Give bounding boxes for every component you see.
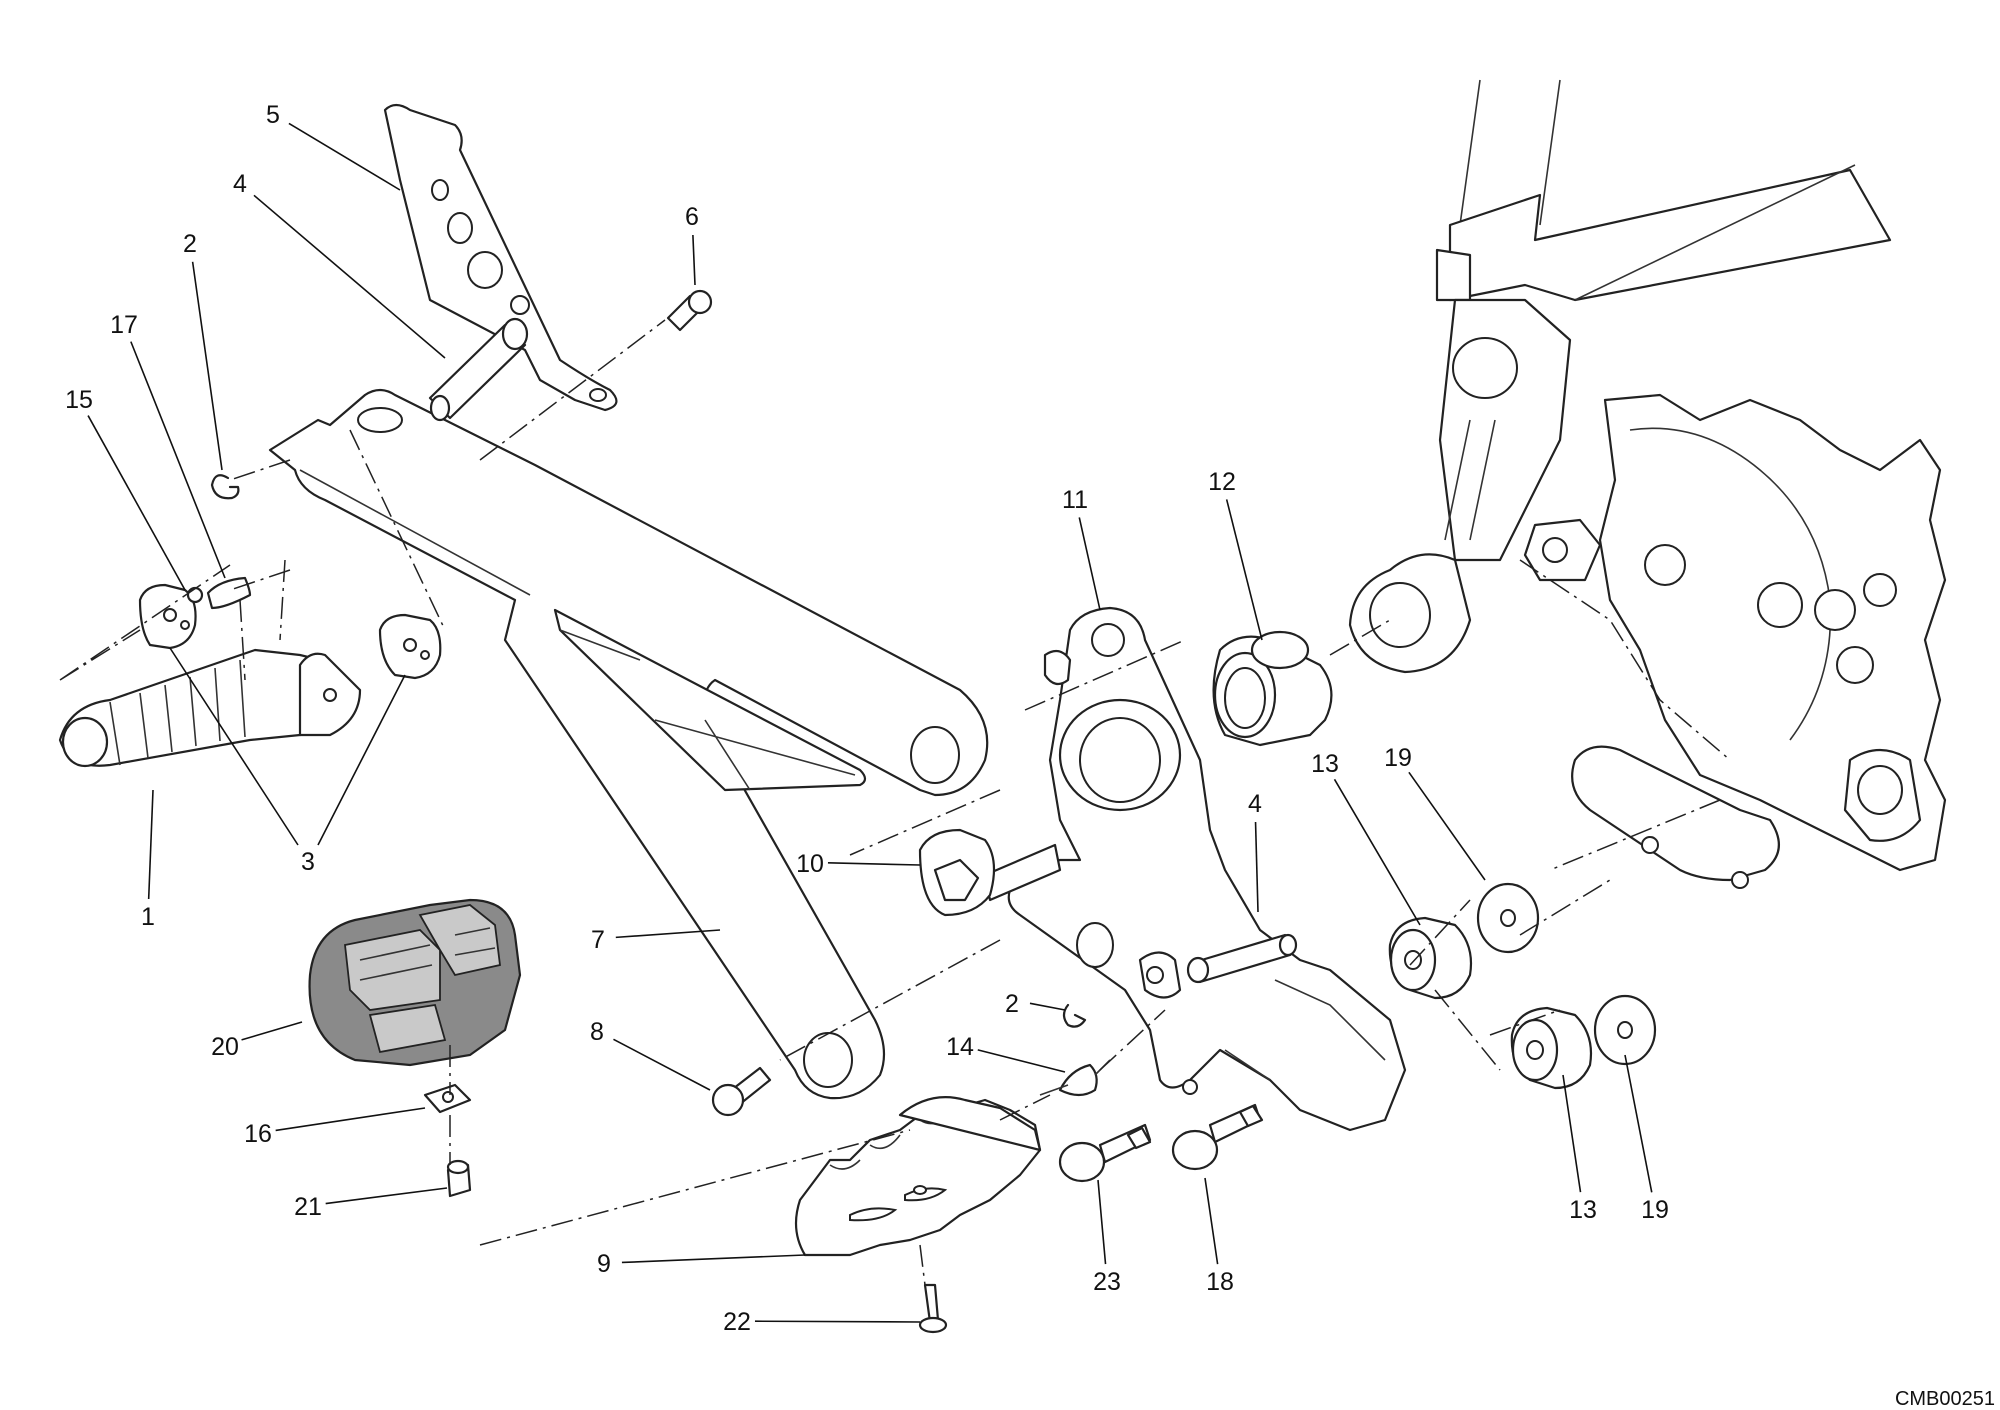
pivot-bracket-11 xyxy=(1007,606,1407,1132)
offroad-footpeg-9 xyxy=(794,1096,1042,1257)
nut-plate-16 xyxy=(423,1083,472,1114)
leader-line-5 xyxy=(288,122,401,191)
pin-4-top xyxy=(428,317,529,422)
leader-line-20 xyxy=(241,1021,303,1041)
bush-13-lower xyxy=(1510,1006,1593,1090)
leader-line-18 xyxy=(1204,1177,1219,1265)
leader-line-14 xyxy=(977,1049,1066,1073)
callout-16: 16 xyxy=(244,1120,272,1148)
spring-14 xyxy=(1039,1059,1111,1097)
shoulder-screw-23 xyxy=(1058,1123,1152,1183)
shoulder-screw-18 xyxy=(1171,1103,1264,1171)
callouts: 1223445678910111213131415161718191920212… xyxy=(65,101,1669,1336)
leader-line-2 xyxy=(191,261,223,471)
callout-19: 19 xyxy=(1641,1196,1669,1224)
leader-line-19 xyxy=(1624,1054,1653,1193)
callout-17: 17 xyxy=(110,311,138,339)
spacer-21 xyxy=(446,1159,472,1198)
screw-22 xyxy=(918,1283,948,1334)
bush-13-upper xyxy=(1388,916,1473,1000)
bolt-10 xyxy=(918,828,1062,917)
callout-2: 2 xyxy=(1005,990,1019,1018)
callout-1: 1 xyxy=(141,903,155,931)
leader-3-left xyxy=(169,647,299,846)
leader-line-1 xyxy=(147,789,154,900)
spring-17 xyxy=(206,576,252,610)
leader-line-4 xyxy=(1254,821,1259,913)
leader-line-8 xyxy=(613,1038,711,1091)
callout-20: 20 xyxy=(211,1033,239,1061)
callout-9: 9 xyxy=(597,1250,611,1278)
ball-15 xyxy=(186,586,204,604)
callout-10: 10 xyxy=(796,850,824,878)
callout-12: 12 xyxy=(1208,468,1236,496)
bush-12 xyxy=(1212,630,1333,747)
leader-line-6 xyxy=(692,234,696,286)
callout-2: 2 xyxy=(183,230,197,258)
callout-23: 23 xyxy=(1093,1268,1121,1296)
callout-21: 21 xyxy=(294,1193,322,1221)
callout-13: 13 xyxy=(1569,1196,1597,1224)
callout-13: 13 xyxy=(1311,750,1339,778)
leader-line-11 xyxy=(1078,517,1101,611)
callout-3: 3 xyxy=(301,848,315,876)
screw-6 xyxy=(666,289,713,332)
callout-15: 15 xyxy=(65,386,93,414)
footpeg-bracket-7 xyxy=(268,388,989,1100)
leader-line-16 xyxy=(275,1107,426,1132)
bush-3-left xyxy=(138,583,197,650)
callout-14: 14 xyxy=(946,1033,974,1061)
screw-8 xyxy=(711,1066,772,1117)
callout-18: 18 xyxy=(1206,1268,1234,1296)
callout-11: 11 xyxy=(1062,486,1088,514)
callout-22: 22 xyxy=(723,1308,751,1336)
callout-7: 7 xyxy=(591,926,605,954)
callout-5: 5 xyxy=(266,101,280,129)
leader-line-15 xyxy=(87,415,186,591)
callout-4: 4 xyxy=(233,170,247,198)
callout-19: 19 xyxy=(1384,744,1412,772)
footpeg-1 xyxy=(58,648,362,768)
leader-line-13 xyxy=(1333,778,1421,926)
leader-line-9 xyxy=(621,1254,806,1264)
washer-19-upper xyxy=(1476,882,1540,954)
leader-line-13 xyxy=(1562,1074,1582,1193)
engine-crankcase xyxy=(1523,393,1947,872)
leader-3-right xyxy=(317,674,406,846)
leader-line-23 xyxy=(1097,1179,1107,1265)
leader-line-2 xyxy=(1029,1002,1066,1011)
washer-19-lower xyxy=(1593,994,1657,1066)
leader-line-21 xyxy=(325,1187,448,1205)
drawing-code: CMB00251 xyxy=(1895,1388,1995,1410)
spacer-plate xyxy=(1571,745,1780,889)
pin-4-lower xyxy=(1186,933,1298,984)
circlip-2-top xyxy=(210,474,240,500)
rubber-pad-20 xyxy=(308,898,522,1067)
leader-line-22 xyxy=(754,1320,921,1323)
callout-4: 4 xyxy=(1248,790,1262,818)
leader-line-4 xyxy=(253,194,446,359)
leader-line-10 xyxy=(827,862,921,866)
leader-line-17 xyxy=(130,341,226,579)
callout-6: 6 xyxy=(685,203,699,231)
assembly-axes xyxy=(59,319,1731,1286)
leader-line-19 xyxy=(1408,771,1486,881)
frame-tube xyxy=(1348,79,1892,674)
callout-8: 8 xyxy=(590,1018,604,1046)
circlip-2-lower xyxy=(1062,1003,1087,1028)
bush-3-right xyxy=(378,613,442,680)
leader-line-7 xyxy=(615,929,721,939)
leader-line-12 xyxy=(1225,499,1263,641)
heel-guard-5 xyxy=(383,103,618,412)
